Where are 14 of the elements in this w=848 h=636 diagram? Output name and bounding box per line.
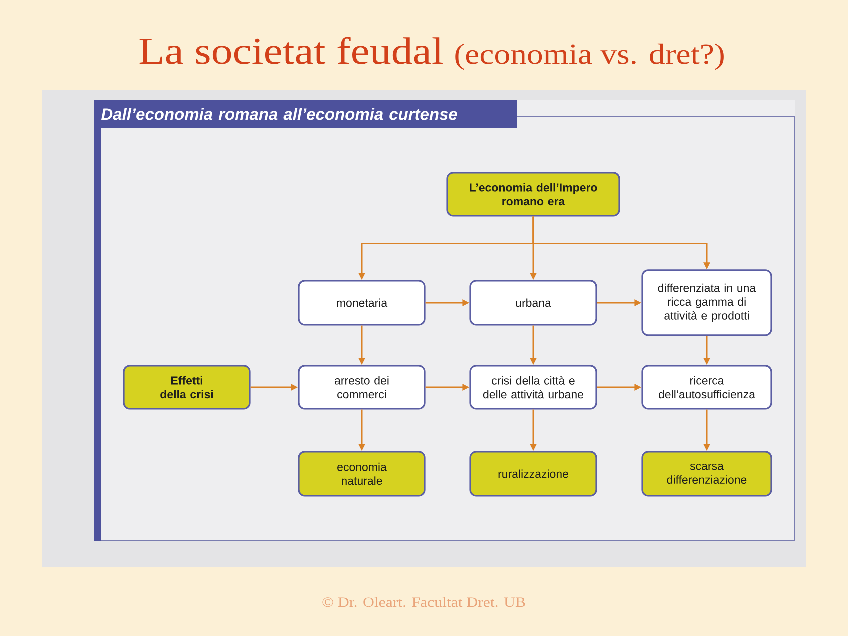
flow-box: L’economia dell’Impero romano era: [446, 172, 620, 217]
flow-box: ricerca dell’autosufficienza: [642, 365, 772, 410]
flow-box: crisi della città e delle attività urbane: [470, 365, 598, 410]
footer-note: © Dr. Oleart. Facultat Dret. UB: [322, 597, 526, 608]
flow-box: differenziata in una ricca gamma di attività e prodotti: [642, 270, 772, 336]
flow-box: monetaria: [298, 280, 426, 326]
flow-box: ruralizzazione: [470, 451, 598, 497]
flow-box: scarsa differenziazione: [642, 451, 772, 497]
flow-box: Effetti della crisi: [123, 365, 251, 410]
flow-box: economia naturale: [298, 451, 426, 497]
flow-box: arresto dei commerci: [298, 365, 426, 410]
flow-box: urbana: [470, 280, 598, 326]
slide-subtitle: (economia vs. dret?): [456, 44, 724, 70]
slide-title: La societat feudal: [140, 37, 443, 64]
